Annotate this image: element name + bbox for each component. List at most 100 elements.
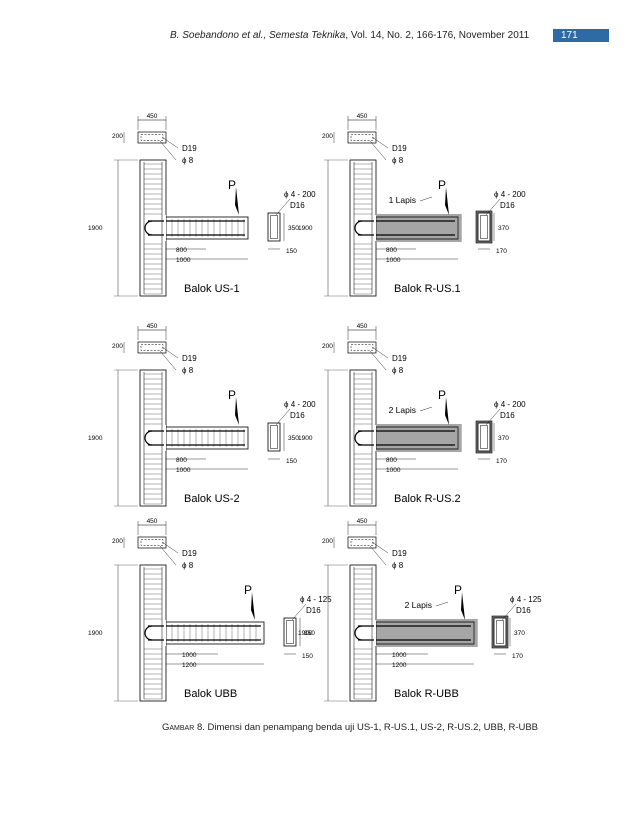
bar-main-label: D19 xyxy=(182,354,197,363)
dim-col-label: 200 xyxy=(322,343,333,350)
section-body xyxy=(283,617,297,647)
section-stirrup xyxy=(270,425,278,449)
leader-main-bar xyxy=(161,541,179,554)
section-h-label: 370 xyxy=(514,630,525,637)
column-stirrup xyxy=(350,539,374,546)
frp-layer-leader xyxy=(419,196,433,202)
stirrup-label: ϕ 4 - 125 xyxy=(510,595,542,604)
section-b-label: 170 xyxy=(512,653,523,660)
specimen-name: Balok UBB xyxy=(184,688,237,700)
section-stirrup xyxy=(480,215,488,239)
load-arrow xyxy=(445,187,449,215)
header-journal: Semesta Teknika xyxy=(268,30,346,41)
stirrup-label: ϕ 4 - 125 xyxy=(300,595,332,604)
section-body xyxy=(267,212,281,242)
dim-height-label: 1900 xyxy=(298,630,313,637)
section-b-label: 170 xyxy=(496,248,507,255)
leader-tie-bar xyxy=(369,140,387,161)
bar-main-label: D19 xyxy=(182,549,197,558)
dim-top-label: 450 xyxy=(147,518,158,525)
section-body xyxy=(493,617,507,647)
long-bar-label: D16 xyxy=(500,201,515,210)
dim-height-label: 1900 xyxy=(88,435,103,442)
beam-bar-hook xyxy=(354,220,363,236)
section-body xyxy=(477,422,491,452)
leader-tie-bar xyxy=(369,350,387,371)
column-body xyxy=(349,159,377,297)
bar-tie-label: ϕ 8 xyxy=(392,156,404,165)
bar-tie-label: ϕ 8 xyxy=(392,561,404,570)
leader-main-bar xyxy=(371,136,389,149)
bar-tie-label: ϕ 8 xyxy=(182,366,194,375)
leader-tie-bar xyxy=(159,545,177,566)
beam-bar-hook xyxy=(354,625,363,641)
joint xyxy=(164,425,166,451)
journal-citation: B. Soebandono et al., Semesta Teknika, V… xyxy=(170,30,530,41)
dim-top-label: 450 xyxy=(357,113,368,120)
leader-main-bar xyxy=(161,346,179,359)
load-arrow xyxy=(235,397,239,425)
dim-len-a-label: 800 xyxy=(386,247,397,254)
dim-height-label: 1900 xyxy=(298,225,313,232)
figure-caption: Gambar 8. Dimensi dan penampang benda uj… xyxy=(162,722,538,733)
beam-bar-hook xyxy=(144,430,153,446)
section-b-label: 170 xyxy=(496,458,507,465)
stirrup-leader xyxy=(291,603,307,621)
joint xyxy=(374,425,376,451)
dim-len-b-label: 1000 xyxy=(386,257,401,264)
section-h-label: 350 xyxy=(288,225,299,232)
column-stirrup xyxy=(140,134,164,141)
frp-layer-label: 2 Lapis xyxy=(389,405,416,415)
section-stirrup xyxy=(270,215,278,239)
column-body xyxy=(139,369,167,507)
dim-len-a-label: 800 xyxy=(176,457,187,464)
dim-top-label: 450 xyxy=(147,323,158,330)
joint xyxy=(164,620,166,646)
specimen-name: Balok R-UBB xyxy=(394,688,459,700)
load-arrow xyxy=(461,592,465,620)
joint xyxy=(374,620,376,646)
beam-bar-hook xyxy=(354,430,363,446)
section-stirrup xyxy=(286,620,294,644)
beam-body xyxy=(165,426,249,450)
dim-len-b-label: 1000 xyxy=(176,467,191,474)
dim-len-a-label: 800 xyxy=(176,247,187,254)
dim-col-label: 200 xyxy=(112,343,123,350)
column-stirrup xyxy=(350,344,374,351)
section-h-label: 370 xyxy=(498,225,509,232)
column-body xyxy=(139,159,167,297)
long-bar-label: D16 xyxy=(290,201,305,210)
dim-len-b-label: 1000 xyxy=(386,467,401,474)
column-section xyxy=(137,131,167,144)
load-arrow xyxy=(235,187,239,215)
leader-tie-bar xyxy=(159,350,177,371)
load-arrow xyxy=(445,397,449,425)
column-section xyxy=(137,536,167,549)
dim-col-label: 200 xyxy=(112,538,123,545)
leader-main-bar xyxy=(371,541,389,554)
dim-len-a-label: 800 xyxy=(386,457,397,464)
long-bar-label: D16 xyxy=(500,411,515,420)
load-label: P xyxy=(244,583,252,597)
dim-len-a-label: 1000 xyxy=(182,652,197,659)
column-body xyxy=(349,564,377,702)
column-stirrup xyxy=(140,539,164,546)
stirrup-leader xyxy=(485,408,501,426)
specimen-name: Balok US-2 xyxy=(184,493,240,505)
section-h-label: 370 xyxy=(498,435,509,442)
load-label: P xyxy=(438,178,446,192)
section-b-label: 150 xyxy=(286,458,297,465)
dim-col-label: 200 xyxy=(322,133,333,140)
beam-bar-hook xyxy=(144,220,153,236)
header-authors: B. Soebandono et al. xyxy=(170,30,264,41)
specimen-name: Balok US-1 xyxy=(184,283,240,295)
dim-len-b-label: 1000 xyxy=(176,257,191,264)
stirrup-leader xyxy=(275,198,291,216)
column-body xyxy=(139,564,167,702)
section-body xyxy=(477,212,491,242)
section-b-label: 150 xyxy=(302,653,313,660)
